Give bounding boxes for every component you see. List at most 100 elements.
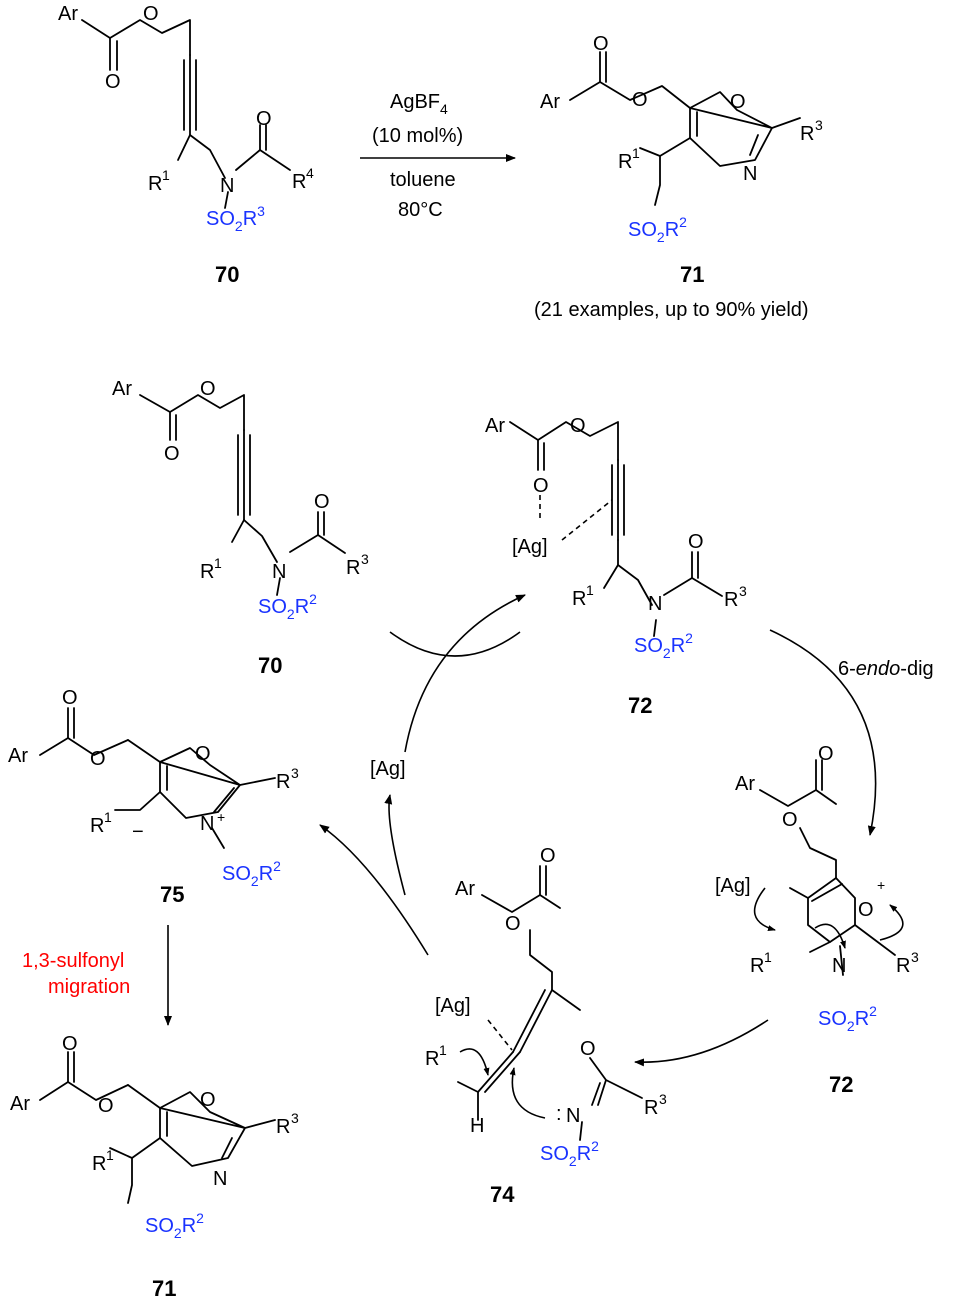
- compound-label-75: 75: [160, 882, 184, 907]
- atom-sup: 3: [659, 1091, 667, 1107]
- atom-r: R: [346, 557, 360, 579]
- reagent-loading: (10 mol%): [372, 125, 463, 147]
- cycle-compound-72-cyclized: Ar O O [Ag] O + R 1 N R 3 SO2R2 72: [715, 743, 919, 1097]
- charge-minus: −: [132, 821, 144, 843]
- atom-n: N: [272, 561, 286, 583]
- scope-note: (21 examples, up to 90% yield): [534, 299, 809, 321]
- atom-sup: 4: [306, 165, 314, 181]
- atom-r: R: [750, 955, 764, 977]
- atom-o: O: [688, 531, 704, 553]
- reaction-conditions: AgBF4 (10 mol%) toluene 80°C: [360, 91, 516, 221]
- atom-o: O: [98, 1095, 114, 1117]
- compound-label-70: 70: [258, 653, 282, 678]
- atom-o: O: [580, 1038, 596, 1060]
- atom-o: O: [632, 89, 648, 111]
- atom-r: R: [92, 1153, 106, 1175]
- atom-n: N: [648, 593, 662, 615]
- atom-ar: Ar: [735, 773, 755, 795]
- compound-label-72: 72: [829, 1072, 853, 1097]
- atom-o: O: [314, 491, 330, 513]
- atom-r: R: [618, 151, 632, 173]
- cyclization-step: 6-endo-dig: [769, 629, 934, 836]
- atom-r: R: [276, 1116, 290, 1138]
- atom-ar: Ar: [10, 1093, 30, 1115]
- charge-plus: +: [217, 809, 225, 825]
- atom-r: R: [200, 561, 214, 583]
- atom-ar: Ar: [112, 378, 132, 400]
- sulfonyl-group: SO2R2: [818, 1003, 877, 1034]
- atom-r: R: [572, 588, 586, 610]
- atom-r: R: [724, 589, 738, 611]
- atom-sup: 1: [104, 809, 112, 825]
- compound-label-71: 71: [152, 1276, 176, 1301]
- atom-n-plus: N: [200, 813, 214, 835]
- cycle-compound-70: Ar O O R 1 N O R 3 SO2R2 70: [112, 378, 369, 678]
- catalyst-ag: [Ag]: [512, 536, 548, 558]
- sulfonyl-group: SO2R2: [628, 214, 687, 245]
- migration-label-line1: 1,3-sulfonyl: [22, 950, 124, 972]
- compound-label-71: 71: [680, 262, 704, 287]
- atom-n: N: [213, 1168, 227, 1190]
- atom-o: O: [593, 33, 609, 55]
- atom-r: R: [90, 815, 104, 837]
- atom-o: O: [200, 1089, 216, 1111]
- cycle-compound-75: Ar O O O R 3 R 1 − N + SO2R2 75: [8, 687, 299, 907]
- atom-ar: Ar: [455, 878, 475, 900]
- reagent-agbf4: AgBF4: [390, 91, 448, 117]
- temperature: 80°C: [398, 199, 443, 221]
- atom-o: O: [256, 108, 272, 130]
- atom-r: R: [425, 1048, 439, 1070]
- atom-sup: 3: [739, 583, 747, 599]
- atom-ar: Ar: [485, 415, 505, 437]
- cycle-compound-71: Ar O O O N R 3 R 1 SO2R2 71: [10, 1033, 299, 1301]
- sulfonyl-group: SO2R3: [206, 203, 265, 234]
- catalyst-ag: [Ag]: [715, 875, 751, 897]
- atom-o: O: [200, 378, 216, 400]
- atom-sup: 1: [586, 582, 594, 598]
- atom-h: H: [470, 1115, 484, 1137]
- atom-o: O: [164, 443, 180, 465]
- atom-r: R: [292, 171, 306, 193]
- atom-sup: 3: [291, 1110, 299, 1126]
- atom-r: R: [148, 173, 162, 195]
- atom-o: O: [105, 71, 121, 93]
- cycle-entry-arrow: [389, 594, 526, 753]
- atom-o: O: [90, 748, 106, 770]
- sulfonyl-group: SO2R2: [145, 1210, 204, 1241]
- atom-r: R: [800, 123, 814, 145]
- lone-pair: :: [556, 1103, 562, 1125]
- sulfonyl-group: SO2R2: [258, 591, 317, 622]
- atom-sup: 1: [106, 1147, 114, 1163]
- atom-n: N: [743, 163, 757, 185]
- atom-n: N: [566, 1105, 580, 1127]
- atom-o-plus: O: [858, 899, 874, 921]
- step-6-endo-dig: 6-endo-dig: [838, 658, 934, 680]
- atom-o: O: [540, 845, 556, 867]
- atom-n: N: [220, 175, 234, 197]
- atom-sup: 3: [291, 765, 299, 781]
- catalyst-ag: [Ag]: [435, 995, 471, 1017]
- atom-sup: 3: [815, 117, 823, 133]
- atom-o: O: [195, 743, 211, 765]
- atom-r: R: [896, 955, 910, 977]
- top-reactant-70: Ar O O R 1 N O R 4 SO2R3 70: [58, 3, 314, 287]
- charge-plus: +: [877, 877, 885, 893]
- compound-label-74: 74: [490, 1182, 515, 1207]
- solvent: toluene: [390, 169, 456, 191]
- atom-sup: 1: [439, 1042, 447, 1058]
- atom-sup: 3: [911, 949, 919, 965]
- atom-n: N: [832, 955, 846, 977]
- atom-ar: Ar: [8, 745, 28, 767]
- atom-o: O: [505, 913, 521, 935]
- sulfonyl-group: SO2R2: [634, 630, 693, 661]
- atom-o: O: [533, 475, 549, 497]
- sulfonyl-migration-step: 1,3-sulfonyl migration: [22, 925, 172, 1026]
- migration-label-line2: migration: [48, 976, 130, 998]
- atom-ar: Ar: [58, 3, 78, 25]
- atom-sup: 1: [214, 555, 222, 571]
- atom-r: R: [276, 771, 290, 793]
- cycle-compound-74: Ar O O [Ag] O R 1 H : N R 3 SO2R2 74: [425, 845, 667, 1207]
- atom-o: O: [570, 415, 586, 437]
- atom-o: O: [62, 687, 78, 709]
